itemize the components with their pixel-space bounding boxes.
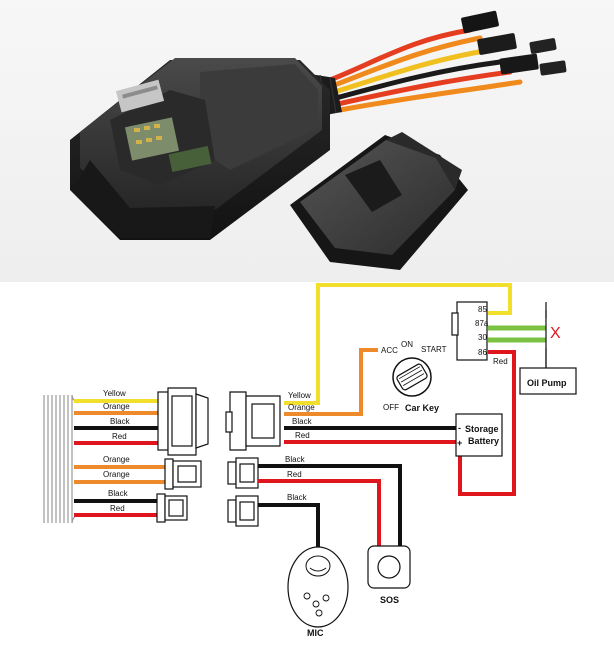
mic-black-wire: [258, 503, 320, 548]
sos-button: SOS: [367, 545, 411, 605]
oil-pump-label: Oil Pump: [527, 378, 567, 388]
wiring-diagram: Yellow Orange Black Red Orange Orange Bl…: [0, 282, 614, 641]
right-wire-label: Black: [292, 417, 313, 426]
right-wire-label: Red: [295, 431, 310, 440]
car-key: ACC ON START OFF Car Key: [381, 340, 447, 413]
right-main-connector: [225, 391, 281, 451]
left-third-connector: [156, 493, 188, 523]
left-second-wires: [74, 465, 165, 484]
mic: MIC: [287, 546, 349, 638]
key-on-label: ON: [401, 340, 413, 349]
yellow-wire: [284, 283, 512, 405]
relay-red-wire: [458, 350, 516, 496]
wiring-diagram-svg: Yellow Orange Black Red Orange Orange Bl…: [43, 283, 577, 638]
cut-mark-icon: X: [550, 325, 561, 342]
left-wire-label: Black: [110, 417, 131, 426]
right-wire-label: Yellow: [288, 391, 311, 400]
left-third-wires: [74, 499, 157, 517]
relay-pin-30: 30: [478, 333, 487, 342]
left-wire-bundle: [43, 394, 79, 524]
relay-pin-87a: 87a: [475, 319, 489, 328]
battery-plus: +: [457, 438, 462, 448]
left-wire-label: Yellow: [103, 389, 126, 398]
car-key-label: Car Key: [405, 403, 439, 413]
sos-black-wire: [258, 464, 402, 546]
storage-battery: - + Storage Battery: [455, 413, 503, 457]
tracker-cables: [327, 27, 523, 113]
orange-wire: [284, 348, 378, 416]
sos-red-wire: [258, 479, 381, 546]
sos-connector: [227, 457, 259, 489]
left-second-connector: [164, 458, 202, 490]
mic-connector: [227, 495, 259, 527]
cable-connectors: [461, 10, 567, 76]
key-acc-label: ACC: [381, 346, 398, 355]
relay-pin-85: 85: [478, 305, 487, 314]
left-main-connector: [157, 387, 209, 456]
sos-wire-label: Red: [287, 470, 302, 479]
mic-label: MIC: [307, 628, 324, 638]
left-wire-label: Orange: [103, 402, 130, 411]
gps-tracker-photo: [70, 10, 567, 270]
right-wire-label: Orange: [288, 403, 315, 412]
left-wire-label: Red: [110, 504, 125, 513]
relay: 85 87a 30 86: [451, 301, 489, 361]
key-off-label: OFF: [383, 403, 399, 412]
sim-slot: [110, 79, 215, 185]
product-photo: [0, 0, 614, 282]
sos-wire-label: Black: [285, 455, 306, 464]
left-main-wires: [74, 399, 158, 445]
oil-pump: Oil Pump: [519, 367, 577, 395]
relay-red-label: Red: [493, 357, 508, 366]
relay-pin-86: 86: [478, 348, 487, 357]
key-start-label: START: [421, 345, 447, 354]
left-wire-label: Orange: [103, 455, 130, 464]
left-wire-label: Red: [112, 432, 127, 441]
mic-wire-label: Black: [287, 493, 308, 502]
left-wire-label: Black: [108, 489, 129, 498]
tracker-cover: [290, 132, 468, 270]
left-wire-label: Orange: [103, 470, 130, 479]
green-wires: [488, 325, 546, 343]
battery-label-2: Battery: [468, 436, 499, 446]
battery-minus: -: [458, 423, 461, 433]
battery-label-1: Storage: [465, 424, 499, 434]
sos-label: SOS: [380, 595, 399, 605]
